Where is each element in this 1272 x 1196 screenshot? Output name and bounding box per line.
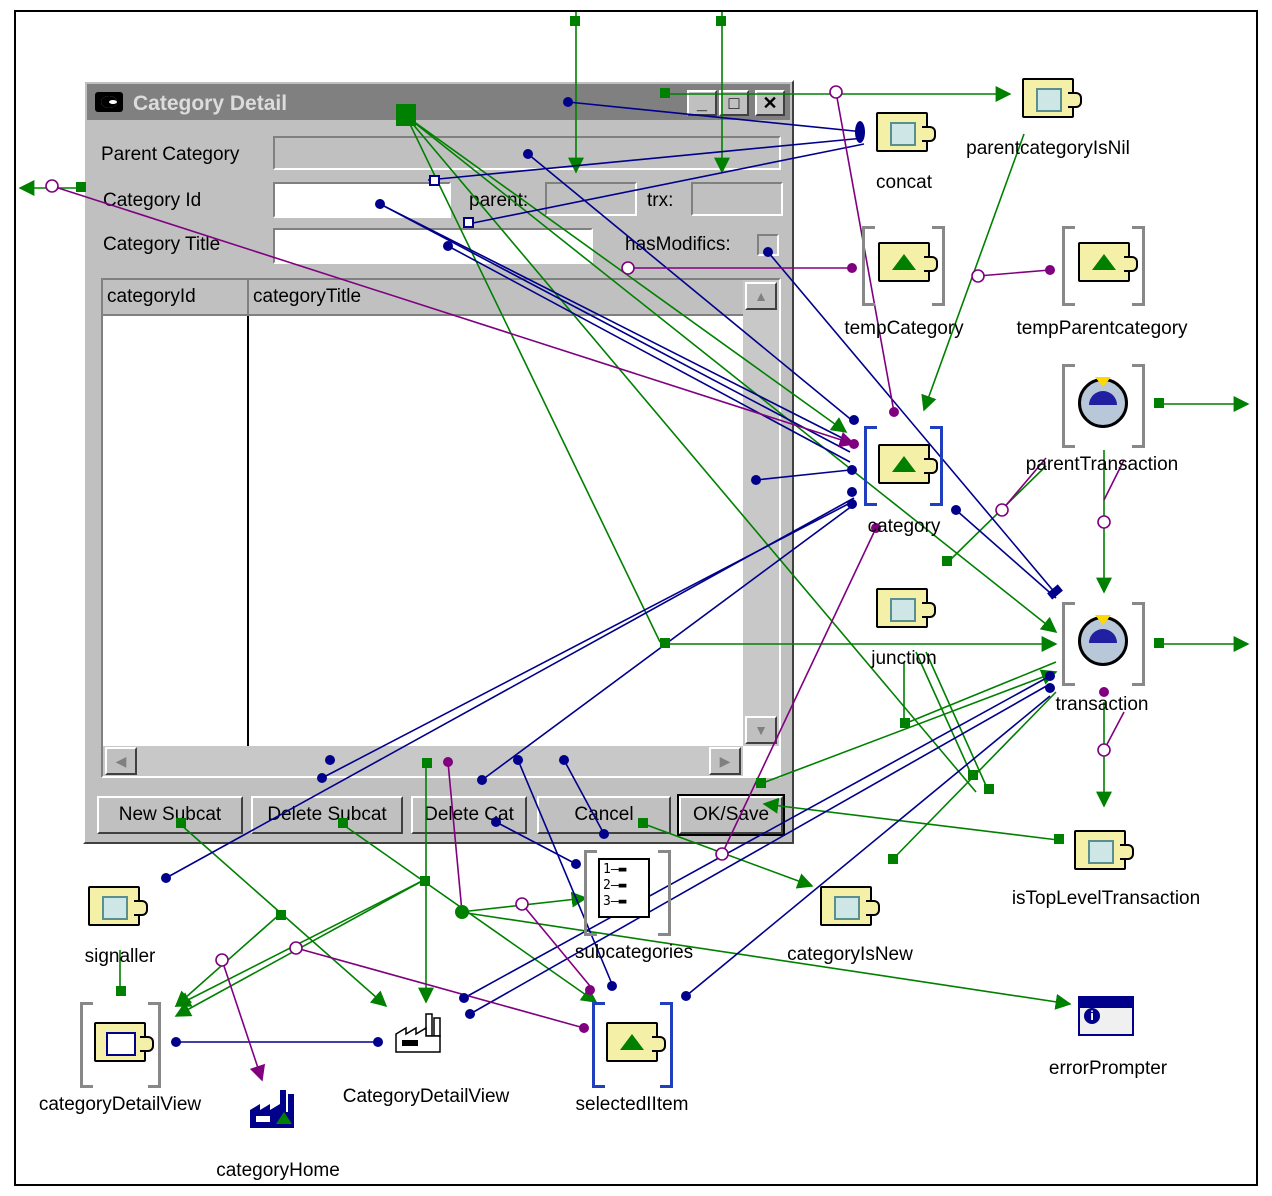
factory-icon: [395, 1013, 441, 1053]
puzzle-component-icon: [876, 112, 936, 152]
factory-icon: [250, 1090, 294, 1128]
parent-label: parent:: [469, 190, 529, 211]
category-is-new-label: categoryIsNew: [787, 944, 913, 965]
delete-subcat-button[interactable]: Delete Subcat: [251, 796, 403, 834]
trx-label: trx:: [647, 190, 674, 211]
puzzle-component-icon: [820, 886, 880, 926]
numbered-list-icon: 1–▬2–▬3–▬: [598, 858, 650, 918]
parent-category-label: Parent Category: [101, 144, 240, 165]
scroll-right-button[interactable]: ▶: [709, 747, 741, 775]
signaller-label: signaller: [84, 946, 156, 967]
has-modifics-label: hasModifics:: [625, 234, 731, 255]
subcategories-label: subcategories: [574, 942, 694, 963]
category-detail-view-factory-label: CategoryDetailView: [342, 1086, 510, 1107]
error-prompter-label: errorPrompter: [1048, 1058, 1168, 1079]
eye-icon: [95, 92, 123, 112]
scroll-left-button[interactable]: ◀: [105, 747, 137, 775]
column-header-category-id[interactable]: categoryId: [103, 280, 249, 316]
category-detail-window[interactable]: Category Detail _ □ ✕ Parent Category Ca…: [83, 80, 794, 844]
vertical-scrollbar[interactable]: ▲ ▼: [743, 280, 779, 746]
puzzle-component-icon: [876, 588, 936, 628]
puzzle-component-icon: [878, 242, 938, 282]
composition-canvas: Category Detail _ □ ✕ Parent Category Ca…: [14, 10, 1258, 1186]
category-title-input[interactable]: [273, 228, 593, 264]
scroll-down-button[interactable]: ▼: [745, 716, 777, 744]
subcategory-table[interactable]: categoryId categoryTitle ▲ ▼ ◀ ▶: [101, 278, 781, 778]
transaction-label: transaction: [1055, 694, 1149, 715]
concat-label: concat: [876, 172, 932, 193]
puzzle-component-icon: [1022, 78, 1082, 118]
puzzle-component-icon: [878, 444, 938, 484]
window-title: Category Detail: [133, 92, 288, 115]
transaction-dial-icon: [1078, 377, 1128, 428]
puzzle-component-icon: [94, 1022, 154, 1062]
temp-category-label: tempCategory: [844, 318, 964, 339]
junction-label: junction: [871, 648, 937, 669]
category-id-input[interactable]: [273, 182, 451, 218]
parentcategory-is-nil-label: parentcategoryIsNil: [966, 138, 1130, 159]
parent-transaction-label: parentTransaction: [1025, 454, 1179, 475]
column-divider: [247, 316, 249, 746]
transaction-dial-icon: [1078, 615, 1128, 666]
puzzle-component-icon: [1078, 242, 1138, 282]
is-top-level-transaction-label: isTopLevelTransaction: [1011, 888, 1201, 909]
scroll-up-button[interactable]: ▲: [745, 282, 777, 310]
category-detail-view-label: categoryDetailView: [38, 1094, 202, 1115]
column-header-category-title[interactable]: categoryTitle: [249, 280, 745, 316]
info-prompter-icon: i: [1078, 996, 1134, 1036]
connection-wires: [18, 12, 1250, 1082]
temp-parentcategory-label: tempParentcategory: [1016, 318, 1188, 339]
category-label: category: [867, 516, 941, 537]
puzzle-component-icon: [606, 1022, 666, 1062]
puzzle-component-icon: [88, 886, 148, 926]
category-id-label: Category Id: [103, 190, 202, 211]
category-title-label: Category Title: [103, 234, 221, 255]
trx-field: [691, 182, 783, 216]
category-home-label: categoryHome: [216, 1160, 340, 1181]
new-subcat-button[interactable]: New Subcat: [97, 796, 243, 834]
puzzle-component-icon: [1074, 830, 1134, 870]
selected-item-label: selectedIItem: [575, 1094, 689, 1115]
